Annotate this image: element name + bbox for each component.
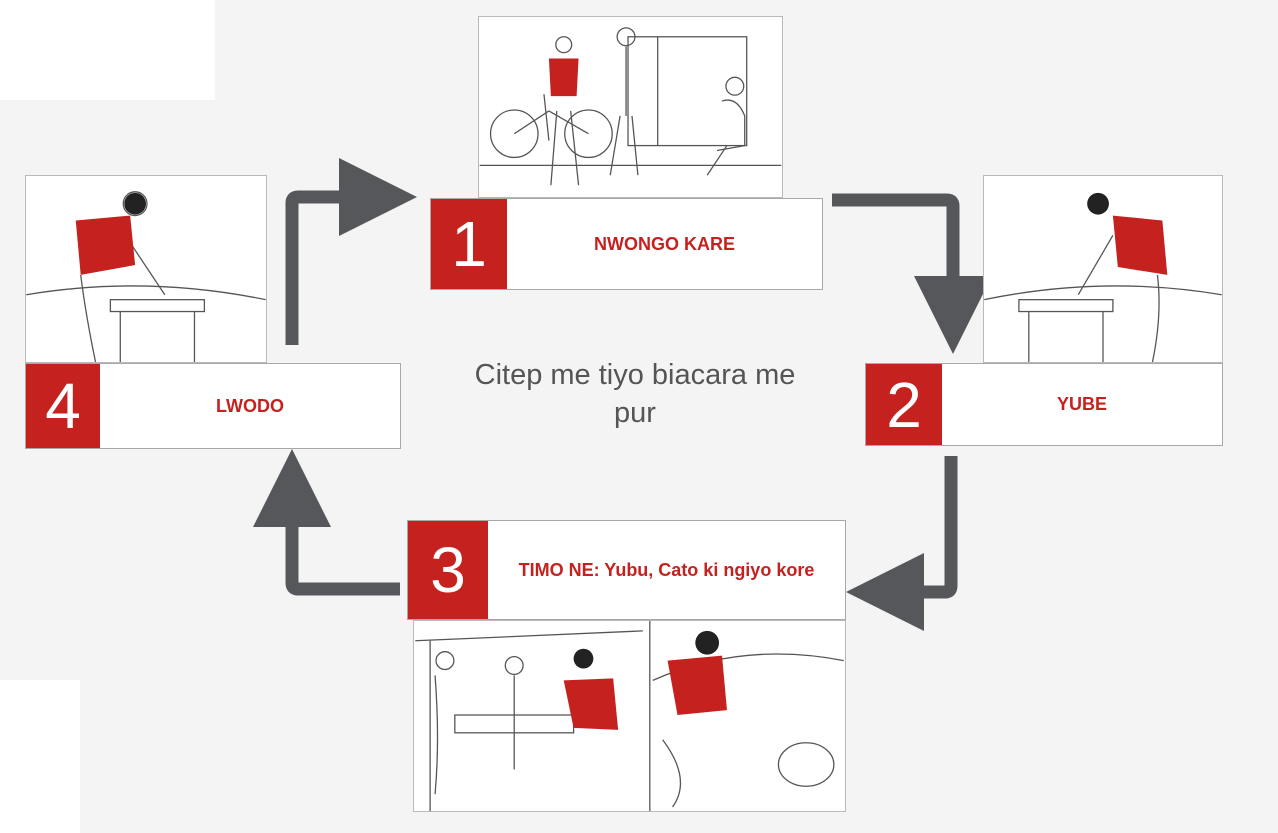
cycle-title: Citep me tiyo biacara me pur [474,359,796,429]
step-1-title: NWONGO KARE [594,233,735,254]
arrow-1-to-2 [832,193,992,354]
step-4-illustration [25,175,267,363]
market-and-farm-illustration [415,621,844,811]
step-3-number: 3 [408,521,488,619]
step-4-title: LWODO [216,395,284,416]
step-2-title: YUBE [1056,394,1107,415]
bicycle-scene-illustration [479,27,782,186]
arrow-4-to-1 [285,158,417,345]
arrow-3-to-4 [253,449,400,596]
step-3-label: 3 TIMO NE: Yubu, Cato ki ngiyo kore [407,520,846,620]
arrow-2-to-3 [846,456,958,631]
corner-patch [0,0,215,100]
step-1-number: 1 [431,199,507,289]
man-counting-illustration [984,192,1222,362]
step-4-label: 4 LWODO [25,363,401,449]
man-at-table-illustration [26,191,266,362]
step-3-illustration [413,620,846,812]
step-2-label: 2 YUBE [865,363,1223,446]
step-1-illustration [478,16,783,198]
step-2-illustration [983,175,1223,363]
step-4-number: 4 [26,364,100,448]
step-2-number: 2 [866,364,942,445]
step-3-title: TIMO NE: Yubu, Cato ki ngiyo kore [518,559,815,580]
corner-patch [0,680,80,833]
step-1-label: 1 NWONGO KARE [430,198,823,290]
